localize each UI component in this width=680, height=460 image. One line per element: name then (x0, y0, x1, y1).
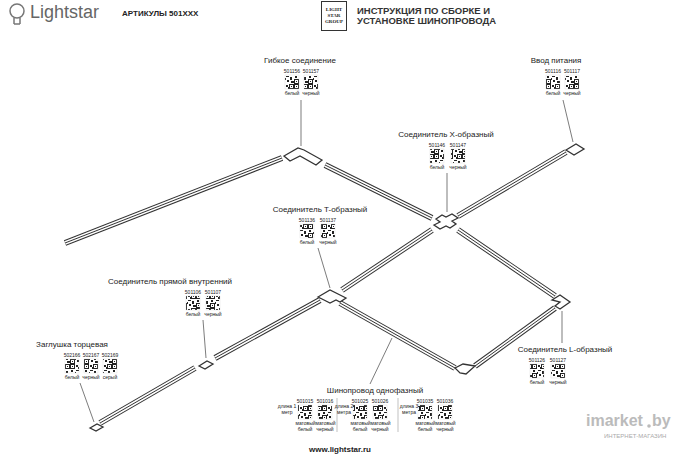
small-label: черный (302, 91, 319, 97)
small-label: длина 3 метра (400, 404, 419, 415)
watermark-dot (647, 424, 651, 428)
small-label: 501117 (564, 69, 580, 75)
small-label: 501156 (284, 69, 300, 75)
small-label: 501026 (372, 399, 389, 405)
small-label: 501016 (317, 399, 334, 405)
small-label: длина 1 метр (278, 404, 297, 415)
small-label: черный (319, 240, 336, 246)
part-label: Соединитель X-образный (398, 131, 493, 140)
small-label: 501137 (320, 218, 336, 224)
small-label: длина 2 метра (335, 404, 354, 415)
part-label: Ввод питания (531, 57, 582, 66)
small-label: 501107 (205, 290, 221, 296)
small-label: матовый белый (416, 421, 435, 432)
small-label: 501035 (417, 399, 434, 405)
part-label: Соединитель L-образный (518, 346, 613, 355)
part-label: by (652, 412, 671, 430)
track-rails (65, 152, 566, 423)
qr-codes (65, 75, 579, 419)
small-label: 501146 (429, 143, 445, 149)
small-label: 501025 (352, 399, 369, 405)
small-label: 501157 (303, 69, 319, 75)
small-label: матовый белый (351, 421, 370, 432)
part-label: www.lightstar.ru (309, 446, 371, 455)
part-label: Шинопровод однофазный (327, 387, 423, 396)
small-label: белый (65, 375, 80, 381)
small-label: 501136 (299, 218, 315, 224)
small-label: ИНТЕРНЕТ-МАГАЗИН (604, 433, 666, 440)
small-label: 501127 (550, 358, 566, 364)
small-label: черный (449, 165, 466, 171)
small-label: 501126 (529, 358, 545, 364)
small-label: 501147 (450, 143, 466, 149)
part-label: Соединитель прямой внутренний (108, 278, 232, 287)
part-label: Заглушка торцевая (36, 341, 108, 350)
small-label: 502166 (64, 353, 81, 359)
logo-text: LIGHT STAR GROUP (323, 7, 345, 24)
part-label: АРТИКУЛЫ 501XXX (122, 10, 198, 19)
small-label: 501036 (437, 399, 454, 405)
small-label: 501015 (297, 399, 314, 405)
logo-icon (10, 4, 24, 24)
small-label: белый (186, 312, 201, 318)
part-label: imarket (586, 412, 643, 430)
small-label: 502167 (83, 353, 100, 359)
small-label: белый (546, 91, 561, 97)
small-label: черный (549, 380, 566, 386)
small-label: черный (204, 312, 221, 318)
small-label: матовый черный (371, 421, 390, 432)
small-label: черный (82, 375, 99, 381)
small-label: белый (430, 165, 445, 171)
part-label: Гибкое соединение (264, 57, 336, 66)
small-label: белый (285, 91, 300, 97)
page-title: ИНСТРУКЦИЯ ПО СБОРКЕ И УСТАНОВКЕ ШИНОПРО… (357, 6, 507, 27)
small-label: белый (530, 380, 545, 386)
small-label: черный (563, 91, 580, 97)
small-label: 502169 (102, 353, 119, 359)
part-label: Соединитель T-образный (273, 206, 368, 215)
small-label: 501106 (185, 290, 201, 296)
track-connectors (90, 144, 584, 431)
logo-box: LIGHT STAR GROUP (321, 1, 347, 31)
small-label: матовый черный (316, 421, 335, 432)
part-label: Lightstar (30, 3, 99, 23)
small-label: матовый белый (296, 421, 315, 432)
small-label: белый (300, 240, 315, 246)
leader-lines (80, 100, 573, 422)
small-label: серый (103, 375, 117, 381)
small-label: 501116 (545, 69, 561, 75)
small-label: матовый черный (436, 421, 455, 432)
